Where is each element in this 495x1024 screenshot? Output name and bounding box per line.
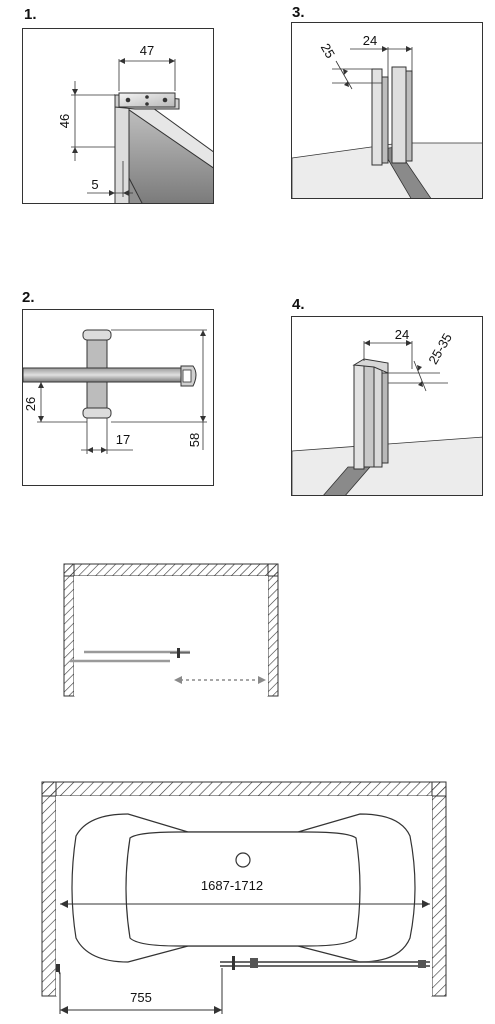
step-3-drawing: 24 25	[292, 33, 482, 198]
step-1-number: 1.	[24, 6, 37, 23]
step-3-number: 3.	[292, 4, 305, 21]
bath-width-label: 1687-1712	[201, 878, 263, 893]
step-1-dim-width: 47	[140, 43, 154, 58]
step-1-dim-height: 46	[57, 114, 72, 128]
step-2-panel: 26 17 58	[22, 309, 214, 486]
step-3-panel: 24 25	[291, 22, 483, 199]
step-2-drawing: 26 17 58	[23, 329, 207, 454]
step-4-dim-width: 24	[395, 327, 409, 342]
opening-width-label: 755	[130, 990, 152, 1005]
step-4-panel: 24 25-35	[291, 316, 483, 496]
step-4-number: 4.	[292, 296, 305, 313]
step-1-panel: 47 46 5	[22, 28, 214, 204]
step-2-dim-left-height: 26	[23, 397, 38, 411]
step-4-drawing: 24 25-35	[292, 327, 482, 495]
step-1-dim-gap: 5	[91, 177, 98, 192]
step-3-dim-depth: 25	[318, 41, 338, 61]
step-4-dim-depth: 25-35	[425, 331, 455, 367]
step-2-dim-base-width: 17	[116, 432, 130, 447]
step-2-dim-total-height: 58	[187, 433, 202, 447]
sliding-plan-diagram	[63, 563, 279, 697]
bath-plan-diagram: 1687-1712 755	[41, 781, 447, 1014]
step-2-number: 2.	[22, 289, 35, 306]
step-3-dim-width: 24	[363, 33, 377, 48]
step-1-drawing: 47 46 5	[57, 43, 213, 203]
